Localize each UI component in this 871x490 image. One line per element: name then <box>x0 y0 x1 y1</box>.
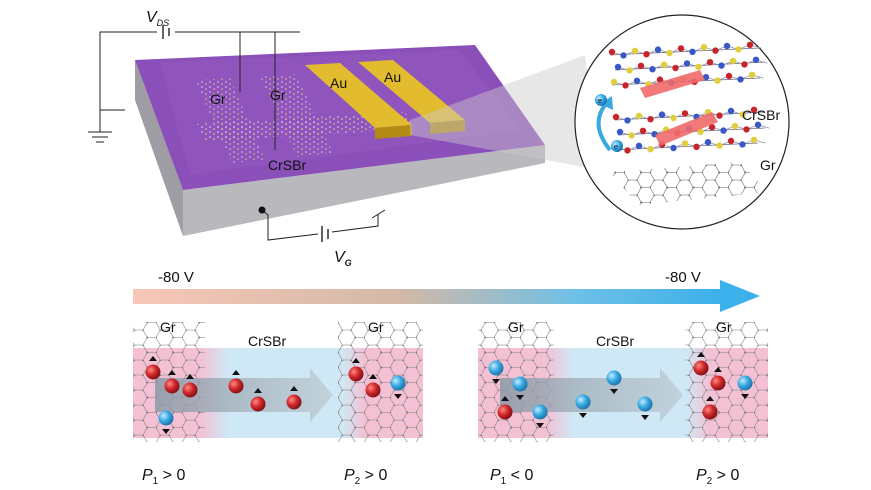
panel-right-crsbr-label: CrSBr <box>596 333 634 349</box>
substrate-side-front <box>183 145 545 236</box>
inset-crsbr-label: CrSBr <box>742 107 780 123</box>
electron-lower <box>611 140 623 152</box>
electron-lower-label: e <box>614 144 618 151</box>
electron-upper-label: e <box>598 98 602 105</box>
spin-up-electron <box>693 352 709 376</box>
panel-left-spins <box>145 356 406 434</box>
panel-right-graphene-right <box>685 322 768 442</box>
zoom-cone <box>410 55 600 170</box>
crsbr-flake <box>196 112 414 141</box>
panel-left-gr-left-label: Gr <box>160 319 176 335</box>
au-electrode-right-side <box>430 120 465 134</box>
gate-sweep-arrowhead <box>720 280 760 312</box>
graphene-stripe-right <box>260 74 333 157</box>
spin-up-electron <box>286 386 302 410</box>
inset-gr-label: Gr <box>760 157 776 173</box>
vds-battery <box>162 25 170 39</box>
panel-right: Gr Gr CrSBr P1 < 0 P2 > 0 <box>478 319 768 487</box>
gate-sweep-bar <box>133 289 723 304</box>
spin-up-electron <box>348 358 364 382</box>
graphene-stripe-left <box>195 78 265 163</box>
electron-transfer-arrowhead <box>600 96 613 110</box>
spin-down-electron <box>390 375 406 399</box>
au-electrode-right-top <box>358 60 465 123</box>
crsbr-upper-layer <box>608 41 768 98</box>
spin-down-electron <box>158 410 174 434</box>
device-au-right-label: Au <box>384 69 401 85</box>
panel-left: Gr Gr CrSBr P1 > 0 P2 > 0 <box>133 319 423 487</box>
vds-circuit-wire <box>88 31 300 150</box>
spin-down-electron <box>488 360 504 384</box>
crystal-inset: e e CrSBr Gr <box>574 14 790 230</box>
spin-up-electron <box>702 396 718 420</box>
vg-circuit-wire <box>261 209 386 241</box>
panel-left-crsbr-label: CrSBr <box>248 333 286 349</box>
panel-left-gr-right-label: Gr <box>368 319 384 335</box>
spin-down-electron <box>532 404 548 428</box>
device-au-left-label: Au <box>330 75 347 91</box>
panel-left-p2-label: P2 > 0 <box>344 467 387 487</box>
gate-sweep-end-label: -80 V <box>665 269 701 286</box>
panel-right-spins <box>488 352 753 428</box>
spin-down-electron <box>575 394 591 418</box>
spin-up-electron <box>497 396 513 420</box>
gate-sweep: -80 V -80 V <box>133 269 760 312</box>
device-gr-left-label: Gr <box>210 91 226 107</box>
au-electrode-left-side <box>375 125 412 139</box>
spin-down-electron <box>637 396 653 420</box>
substrate-side-left <box>135 60 183 236</box>
vg-label: VG <box>334 249 352 268</box>
panel-left-p1-label: P1 > 0 <box>142 467 185 487</box>
panel-right-gr-left-label: Gr <box>508 319 524 335</box>
panel-left-graphene-right <box>338 322 423 442</box>
spin-up-electron <box>182 374 198 398</box>
spin-up-electron <box>365 374 381 398</box>
inset-graphene <box>610 162 768 205</box>
spin-up-electron <box>710 367 726 391</box>
electron-transfer-arrow <box>596 103 612 152</box>
spin-up-electron <box>164 370 180 394</box>
spin-down-electron <box>606 370 622 394</box>
panel-left-flow-arrow <box>155 368 333 422</box>
panel-right-p2-label: P2 > 0 <box>696 467 739 487</box>
gate-sweep-start-label: -80 V <box>158 269 194 286</box>
device-crsbr-label: CrSBr <box>268 157 306 173</box>
panel-right-gr-right-label: Gr <box>716 319 732 335</box>
gate-contact-dot <box>258 206 266 214</box>
vg-battery <box>321 226 329 242</box>
crsbr-lower-layer <box>612 106 770 154</box>
spin-up-electron <box>228 370 244 394</box>
device-gr-right-label: Gr <box>270 87 286 103</box>
spin-down-electron <box>512 376 528 400</box>
spin-up-electron <box>145 356 161 380</box>
electron-upper <box>595 94 607 106</box>
device-schematic: VDS VG Gr Gr Au Au CrSBr <box>88 9 600 268</box>
au-electrode-left-top <box>305 63 412 128</box>
spin-down-electron <box>737 375 753 399</box>
panel-right-p1-label: P1 < 0 <box>490 467 533 487</box>
vds-label: VDS <box>146 9 169 28</box>
spin-up-electron <box>250 388 266 412</box>
